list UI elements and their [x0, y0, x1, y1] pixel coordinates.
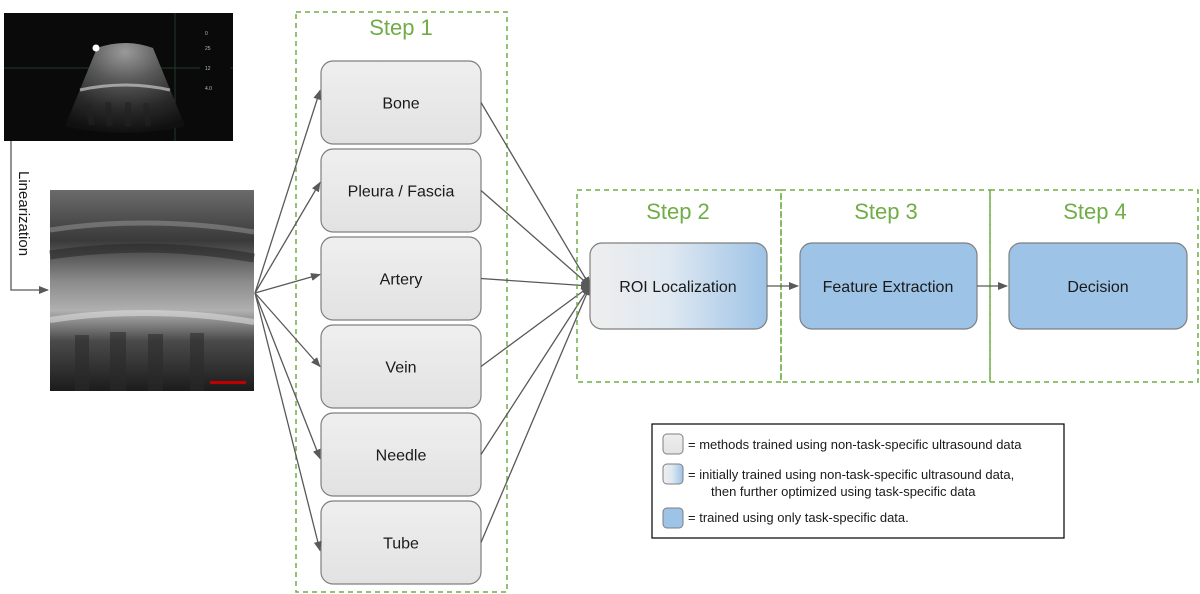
fan-arrow-pleura-fascia — [254, 181, 321, 294]
linearized-ultrasound-image — [49, 190, 255, 391]
raw-ultrasound-image: 0 25 12 4.0 — [4, 13, 233, 141]
svg-text:25: 25 — [205, 46, 211, 52]
step1-group — [295, 11, 508, 593]
converge-arrow-artery — [480, 277, 591, 290]
converge-arrow-bone — [480, 102, 591, 287]
legend-item-gradient-line2: then further optimized using task-specif… — [711, 484, 976, 499]
legend-swatch-blue — [662, 507, 684, 529]
converge-arrow-pleura-fascia — [480, 190, 591, 287]
fan-arrow-artery — [254, 273, 321, 294]
decision-label: Decision — [1067, 279, 1128, 296]
legend-swatch-gray — [662, 433, 684, 455]
fan-arrow-needle — [254, 292, 321, 460]
decision-box — [1008, 242, 1188, 330]
legend-box — [651, 423, 1065, 539]
legend-item-blue: = trained using only task-specific data. — [688, 510, 909, 525]
step1-box-label-pleura-fascia: Pleura / Fascia — [348, 184, 455, 201]
step1-box-label-artery: Artery — [380, 272, 423, 289]
converge-arrow-vein — [480, 285, 591, 368]
linearization-label: Linearization — [15, 171, 32, 256]
step3-title: Step 3 — [854, 199, 918, 224]
linearization-connector — [10, 141, 49, 294]
svg-text:12: 12 — [205, 66, 211, 72]
fan-arrow-bone — [254, 89, 322, 294]
feature-extraction-label: Feature Extraction — [823, 279, 954, 296]
step4-title: Step 4 — [1063, 199, 1127, 224]
step1-box-label-needle: Needle — [376, 448, 427, 465]
roi-localization-label: ROI Localization — [619, 279, 736, 296]
fan-arrow-vein — [254, 292, 321, 368]
legend-item-gradient-line1: = initially trained using non-task-speci… — [688, 467, 1014, 482]
step1-box-label-bone: Bone — [382, 96, 419, 113]
step1-box-label-tube: Tube — [383, 536, 419, 553]
fan-arrow-tube — [254, 292, 322, 552]
svg-text:0: 0 — [205, 31, 208, 37]
step1-box-label-vein: Vein — [385, 360, 416, 377]
converge-arrow-needle — [480, 285, 591, 455]
legend-swatch-gradient — [662, 463, 684, 485]
converge-arrow-tube — [480, 285, 591, 543]
step2-title: Step 2 — [646, 199, 710, 224]
svg-text:4.0: 4.0 — [205, 86, 212, 92]
step1-title: Step 1 — [369, 15, 433, 40]
legend-item-gray: = methods trained using non-task-specifi… — [688, 437, 1022, 452]
